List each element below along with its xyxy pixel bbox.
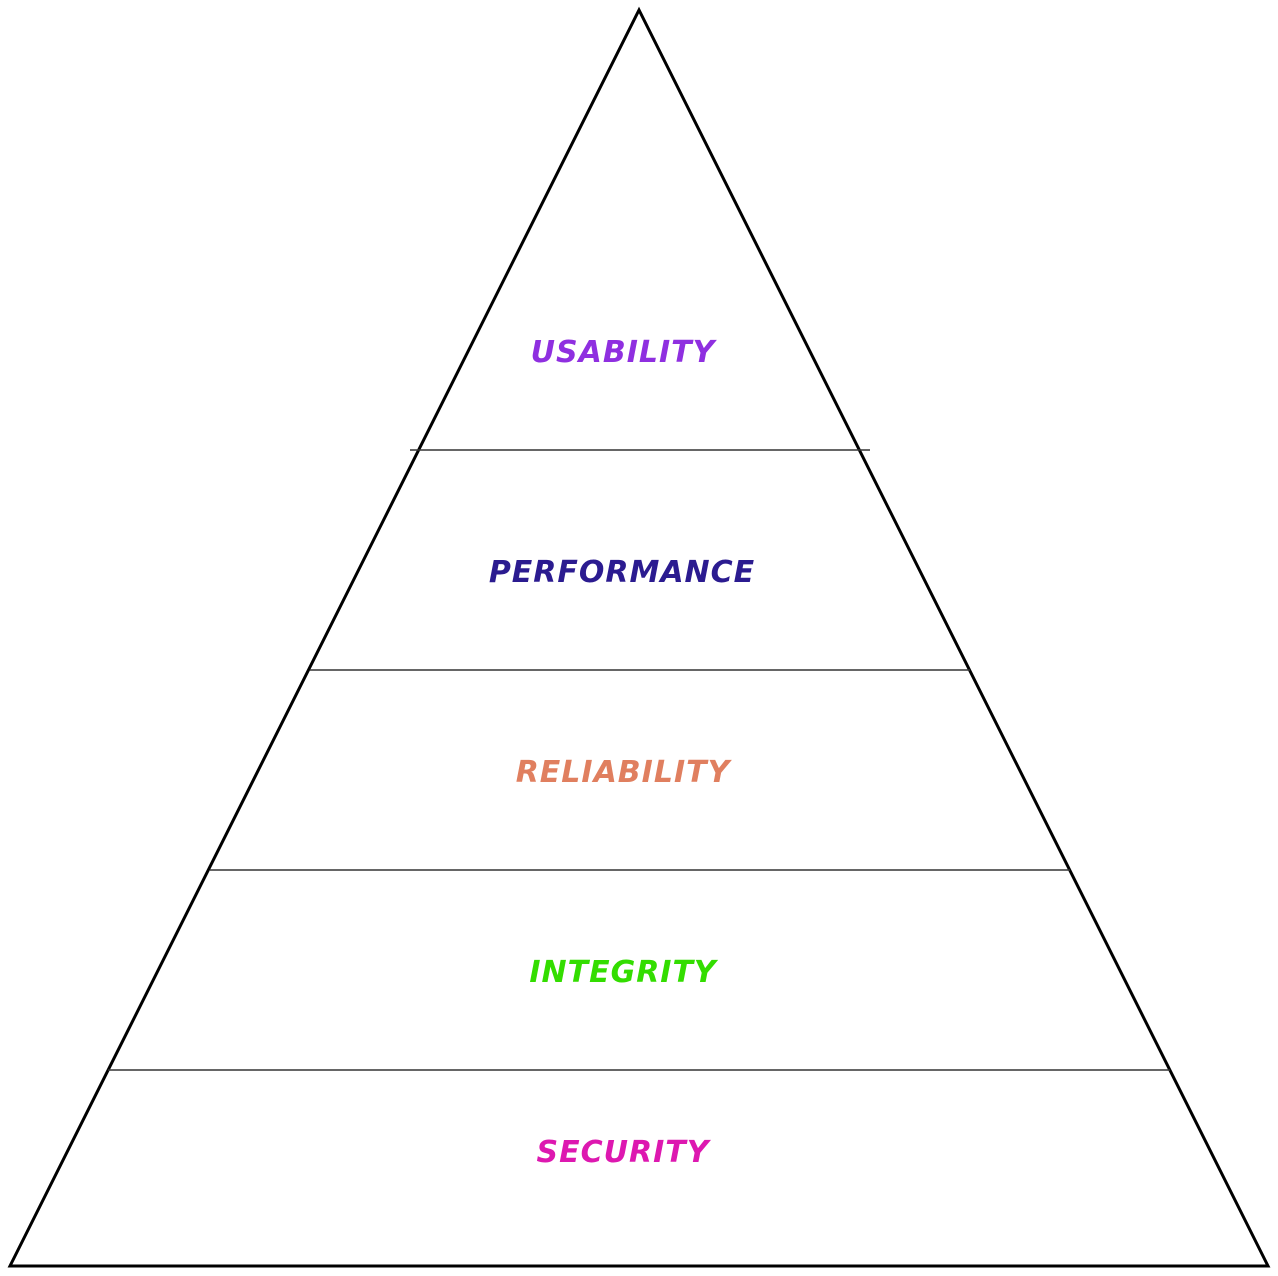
level-label-performance: PERFORMANCE [489, 555, 755, 590]
level-label-security: SECURITY [537, 1135, 712, 1170]
pyramid-outline [7, 6, 1271, 1268]
level-label-usability: USABILITY [531, 335, 718, 370]
level-label-reliability: RELIABILITY [516, 755, 733, 790]
level-label-integrity: INTEGRITY [529, 955, 719, 990]
